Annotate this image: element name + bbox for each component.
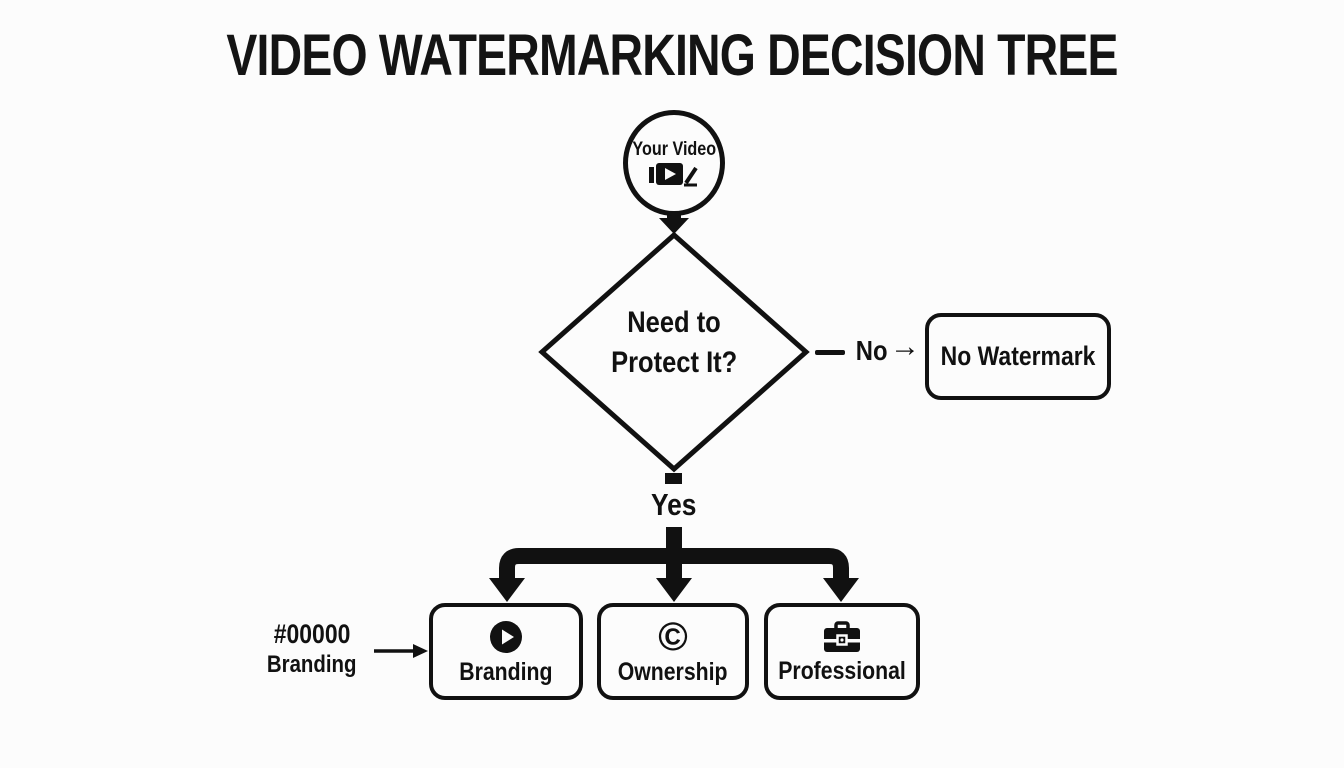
decision-question-line2: Protect It? [610, 345, 738, 379]
decision-question: Need to Protect It? [554, 303, 794, 382]
briefcase-icon [824, 620, 860, 652]
outcome-label-professional: Professional [778, 656, 906, 685]
arrow-down-icon [656, 578, 692, 602]
start-node-label: Your Video [632, 139, 716, 160]
play-circle-icon [490, 620, 522, 653]
decision-diamond-shape [538, 231, 810, 473]
arrow-right-icon: → [890, 330, 920, 363]
annotation-arrow-icon [374, 644, 428, 658]
edge-label-no: No [856, 335, 888, 366]
outcome-label-ownership: Ownership [618, 657, 728, 686]
yes-branch-dash [665, 473, 682, 484]
annotation-hex-label: #00000 [273, 619, 351, 649]
no-watermark-label: No Watermark [940, 341, 1096, 371]
edge-label-yes: Yes [651, 487, 697, 522]
branding-color-annotation: #00000 Branding [256, 619, 368, 679]
yes-branch-connector [489, 527, 859, 602]
page-title: VIDEO WATERMARKING DECISION TREE [0, 22, 1344, 89]
page-title-text: VIDEO WATERMARKING DECISION TREE [226, 23, 1118, 88]
arrow-down-icon [489, 578, 525, 602]
outcome-box-ownership: © Ownership [597, 603, 749, 700]
annotation-target-label: Branding [267, 650, 357, 678]
arrow-down-icon [823, 578, 859, 602]
no-branch-dash [815, 350, 845, 355]
outcome-box-branding: Branding [429, 603, 583, 700]
result-box-no-watermark: No Watermark [925, 313, 1111, 400]
video-camera-icon [649, 163, 698, 187]
outcome-label-branding: Branding [459, 657, 553, 686]
copyright-icon: © [658, 614, 688, 659]
outcome-box-professional: Professional [764, 603, 920, 700]
start-node-your-video: Your Video [623, 110, 725, 216]
decision-question-line1: Need to [627, 306, 721, 339]
